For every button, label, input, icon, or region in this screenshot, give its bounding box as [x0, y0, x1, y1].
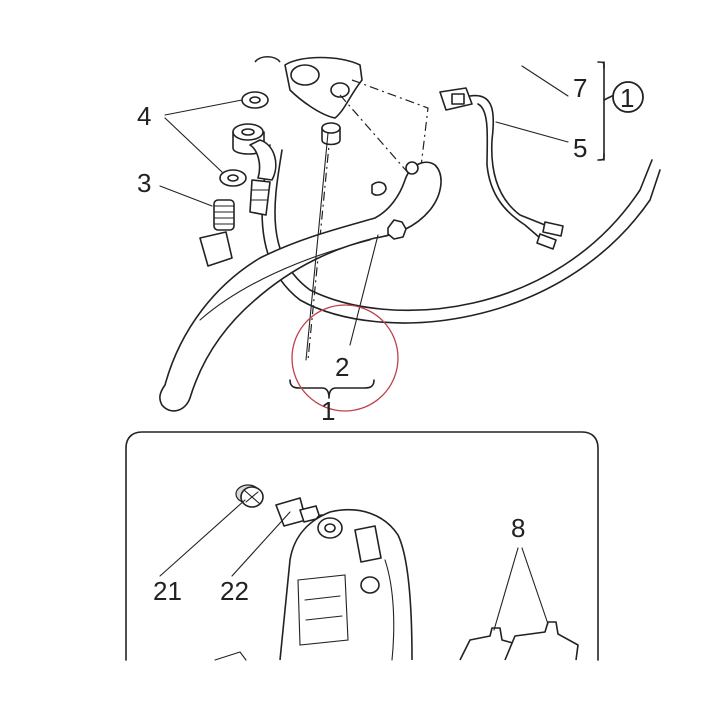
callout-21: 21	[153, 576, 182, 606]
callout-7: 7	[573, 73, 587, 103]
callout-labels: 4 3 7 5 1 2 1 21 22 8	[137, 73, 634, 606]
brake-light-switch	[439, 87, 564, 250]
highlight-circle	[291, 304, 399, 412]
callout-leaders-top	[159, 61, 613, 361]
callout-22: 22	[220, 576, 249, 606]
caliper-body	[214, 508, 413, 661]
callout-3: 3	[137, 168, 151, 198]
caliper-inset-panel	[125, 431, 599, 661]
assembly-guides	[307, 79, 429, 361]
callout-2: 2	[335, 352, 349, 382]
callout-8: 8	[511, 513, 525, 543]
circled-group-marker	[612, 81, 644, 113]
callout-1: 1	[321, 396, 335, 426]
callout-circled-1: 1	[620, 83, 634, 113]
callout-5: 5	[573, 133, 587, 163]
lever-bracket	[254, 55, 363, 119]
brake-pads	[459, 547, 579, 661]
bleed-valve-parts	[159, 484, 329, 577]
callout-4: 4	[137, 101, 151, 131]
brake-lever	[159, 161, 442, 412]
group-brace	[289, 379, 375, 399]
banjo-bolt	[199, 139, 277, 267]
